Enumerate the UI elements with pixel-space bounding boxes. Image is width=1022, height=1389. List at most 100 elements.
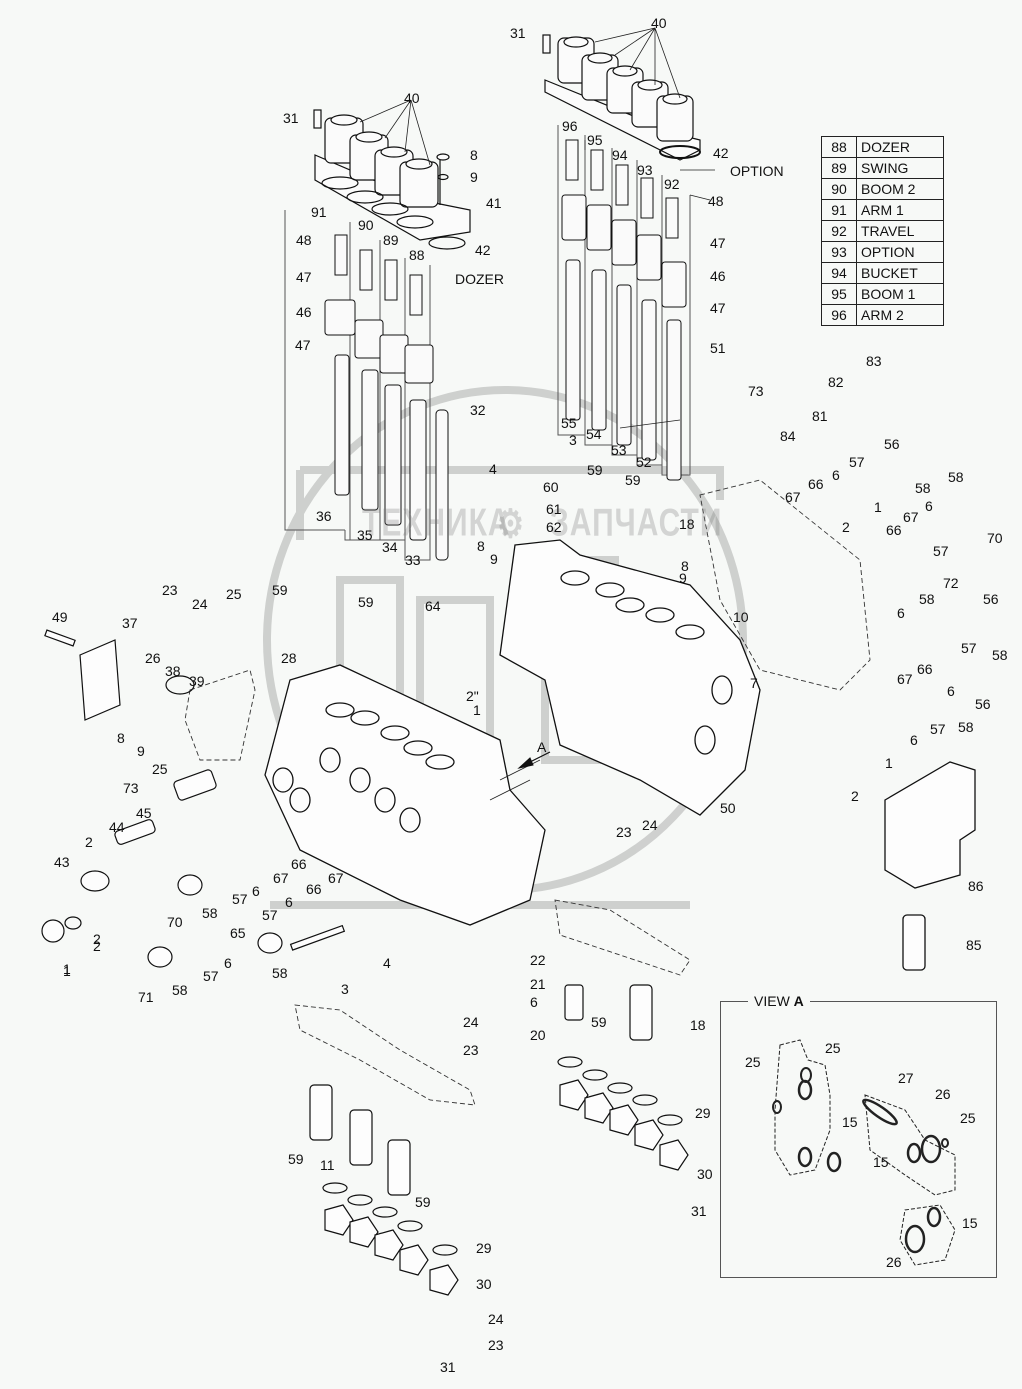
part-callout: 58: [272, 965, 288, 981]
part-callout: 94: [612, 147, 628, 163]
part-callout: 11: [320, 1157, 335, 1173]
part-callout: 49: [52, 609, 68, 625]
part-callout: 59: [415, 1194, 431, 1210]
part-callout: 42: [475, 242, 491, 258]
part-callout: 25: [226, 586, 242, 602]
part-callout: 1: [885, 755, 893, 771]
part-callout: 73: [748, 383, 764, 399]
part-callout: 84: [780, 428, 796, 444]
part-callout: 54: [586, 426, 602, 442]
part-callout: 6: [925, 498, 933, 514]
part-callout: 9: [470, 169, 478, 185]
part-callout: 31: [510, 25, 526, 41]
part-callout: 58: [202, 905, 218, 921]
part-callout: 95: [587, 132, 603, 148]
part-callout: 29: [476, 1240, 492, 1256]
part-callout: 21: [530, 976, 546, 992]
legend-section-name: BOOM 2: [856, 178, 944, 200]
part-callout: 31: [283, 110, 299, 126]
part-callout: 40: [651, 15, 667, 31]
part-callout: 1: [63, 963, 71, 979]
part-callout: 9: [679, 570, 687, 586]
part-callout: 66: [291, 856, 307, 872]
view-a-label: 26: [886, 1254, 902, 1270]
part-callout: 1: [63, 961, 71, 977]
part-callout: 32: [470, 402, 486, 418]
view-a-label: 15: [842, 1114, 858, 1130]
part-callout: 28: [281, 650, 297, 666]
part-callout: 41: [486, 195, 502, 211]
part-callout: 59: [591, 1014, 607, 1030]
part-callout: 6: [897, 605, 905, 621]
part-callout: 82: [828, 374, 844, 390]
part-callout: 67: [273, 870, 289, 886]
legend-section-name: DOZER: [856, 136, 944, 158]
part-callout: 4: [383, 955, 391, 971]
part-callout: 64: [425, 598, 441, 614]
part-callout: 47: [710, 235, 726, 251]
part-callout: 56: [975, 696, 991, 712]
part-callout: 40: [404, 90, 420, 106]
part-callout: 57: [849, 454, 865, 470]
part-callout: 6: [252, 883, 260, 899]
part-callout: 6: [224, 955, 232, 971]
part-callout: 30: [697, 1166, 713, 1182]
part-callout: 24: [192, 596, 208, 612]
part-callout: 59: [625, 472, 641, 488]
part-callout: 46: [710, 268, 726, 284]
part-callout: 44: [109, 819, 125, 835]
part-callout: 36: [316, 508, 332, 524]
part-callout: 66: [808, 476, 824, 492]
part-callout: 23: [463, 1042, 479, 1058]
part-callout: 61: [546, 501, 562, 517]
legend-number: 96: [821, 304, 857, 326]
part-callout: 57: [203, 968, 219, 984]
part-callout: 35: [357, 527, 373, 543]
part-callout: 58: [915, 480, 931, 496]
part-callout: 70: [167, 914, 183, 930]
part-callout: 9: [490, 551, 498, 567]
part-callout: 42: [713, 145, 729, 161]
part-callout: 57: [961, 640, 977, 656]
gasket-outlines: [184, 479, 871, 1106]
part-callout: 59: [587, 462, 603, 478]
part-callout: 58: [958, 719, 974, 735]
view-a-label: 27: [898, 1070, 914, 1086]
part-callout: 72: [943, 575, 959, 591]
part-callout: 38: [165, 663, 181, 679]
legend-number: 95: [821, 283, 857, 305]
view-a-title-prefix: VIEW: [754, 993, 790, 1009]
part-callout: 62: [546, 519, 562, 535]
valve-body-left: [264, 664, 546, 926]
part-callout: 67: [897, 671, 913, 687]
view-a-title: VIEW A: [748, 993, 810, 1009]
part-callout: 93: [637, 162, 653, 178]
view-a-label: 15: [873, 1154, 889, 1170]
part-callout: 43: [54, 854, 70, 870]
part-callout: 58: [919, 591, 935, 607]
part-callout: 24: [463, 1014, 479, 1030]
part-callout: 6: [285, 894, 293, 910]
view-a-label: 25: [825, 1040, 841, 1056]
part-callout: 53: [611, 442, 627, 458]
part-callout: 6: [947, 683, 955, 699]
option-annotation: OPTION: [730, 163, 784, 179]
part-callout: 6: [832, 467, 840, 483]
legend-number: 92: [821, 220, 857, 242]
part-callout: 48: [708, 193, 724, 209]
part-callout: 56: [884, 436, 900, 452]
part-callout: 8: [117, 730, 125, 746]
legend-number: 90: [821, 178, 857, 200]
part-callout: 88: [409, 247, 425, 263]
part-callout: 66: [917, 661, 933, 677]
part-callout: 55: [561, 415, 577, 431]
view-a-title-letter: A: [793, 993, 804, 1009]
part-callout: 91: [311, 204, 327, 220]
part-callout: 96: [562, 118, 578, 134]
view-a-label: 15: [962, 1215, 978, 1231]
